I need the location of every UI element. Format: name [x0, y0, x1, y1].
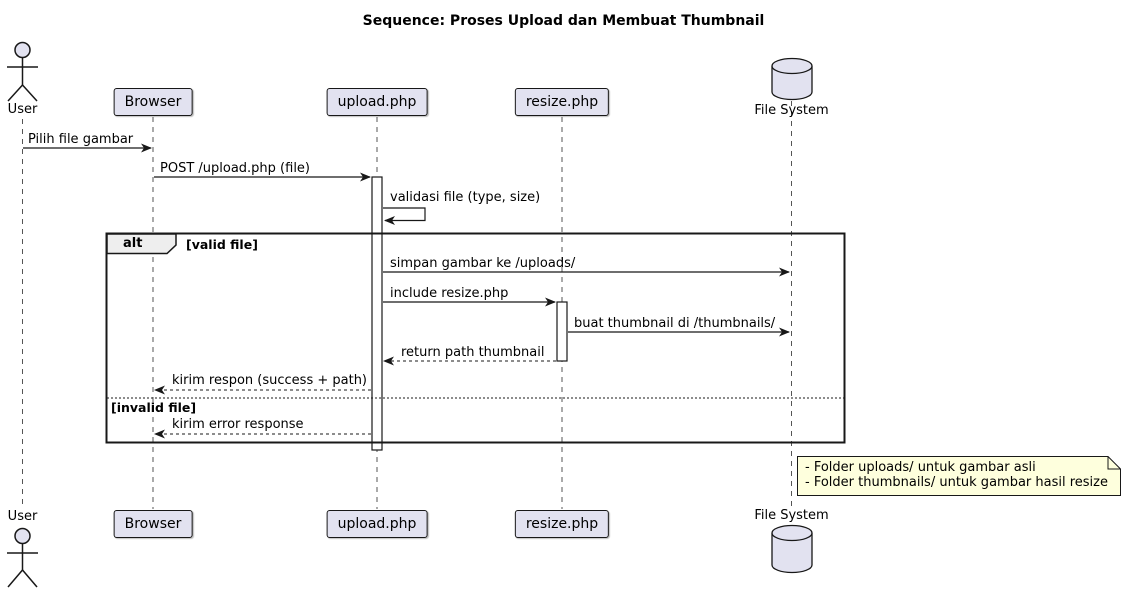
alt-operator-label: alt [123, 236, 143, 251]
participant-upload-top: upload.php [326, 88, 428, 116]
diagram-title: Sequence: Proses Upload dan Membuat Thum… [362, 13, 765, 29]
alt-operator-pentagon [106, 233, 177, 255]
activation-upload [371, 176, 383, 451]
guard-valid-file: [valid file] [186, 237, 258, 252]
participant-user-top-label: User [7, 102, 38, 117]
database-filesystem-bottom-icon [771, 524, 813, 574]
message-post-upload: POST /upload.php (file) [160, 161, 311, 176]
participant-upload-bottom: upload.php [326, 510, 428, 538]
participant-user-bottom-label: User [7, 509, 38, 524]
note-line-2: - Folder thumbnails/ untuk gambar hasil … [805, 475, 1108, 490]
participant-filesystem-top-label: File System [754, 103, 829, 118]
message-kirim-respon: kirim respon (success + path) [172, 373, 368, 388]
note-line-1: - Folder uploads/ untuk gambar asli [805, 460, 1036, 475]
message-buat-thumbnail: buat thumbnail di /thumbnails/ [574, 316, 776, 331]
actor-user-top-icon [7, 41, 38, 102]
message-validasi-file: validasi file (type, size) [390, 190, 541, 205]
guard-invalid-file: [invalid file] [111, 400, 197, 415]
participant-filesystem-bottom-label: File System [754, 508, 829, 523]
participant-resize-top: resize.php [514, 88, 610, 116]
arrow-m3-selfloop [383, 207, 426, 225]
participant-browser-bottom: Browser [113, 510, 193, 538]
note-shape [797, 456, 1121, 496]
participant-browser-top: Browser [113, 88, 193, 116]
message-return-path: return path thumbnail [401, 345, 545, 360]
activation-resize [556, 301, 568, 362]
message-kirim-error: kirim error response [172, 417, 304, 432]
alt-frame [105, 232, 846, 444]
message-include-resize: include resize.php [390, 286, 509, 301]
actor-user-bottom-icon [7, 527, 38, 588]
participant-resize-bottom: resize.php [514, 510, 610, 538]
database-filesystem-top-icon [771, 57, 813, 101]
message-pilih-file: Pilih file gambar [28, 132, 134, 147]
message-simpan-gambar: simpan gambar ke /uploads/ [390, 256, 576, 271]
